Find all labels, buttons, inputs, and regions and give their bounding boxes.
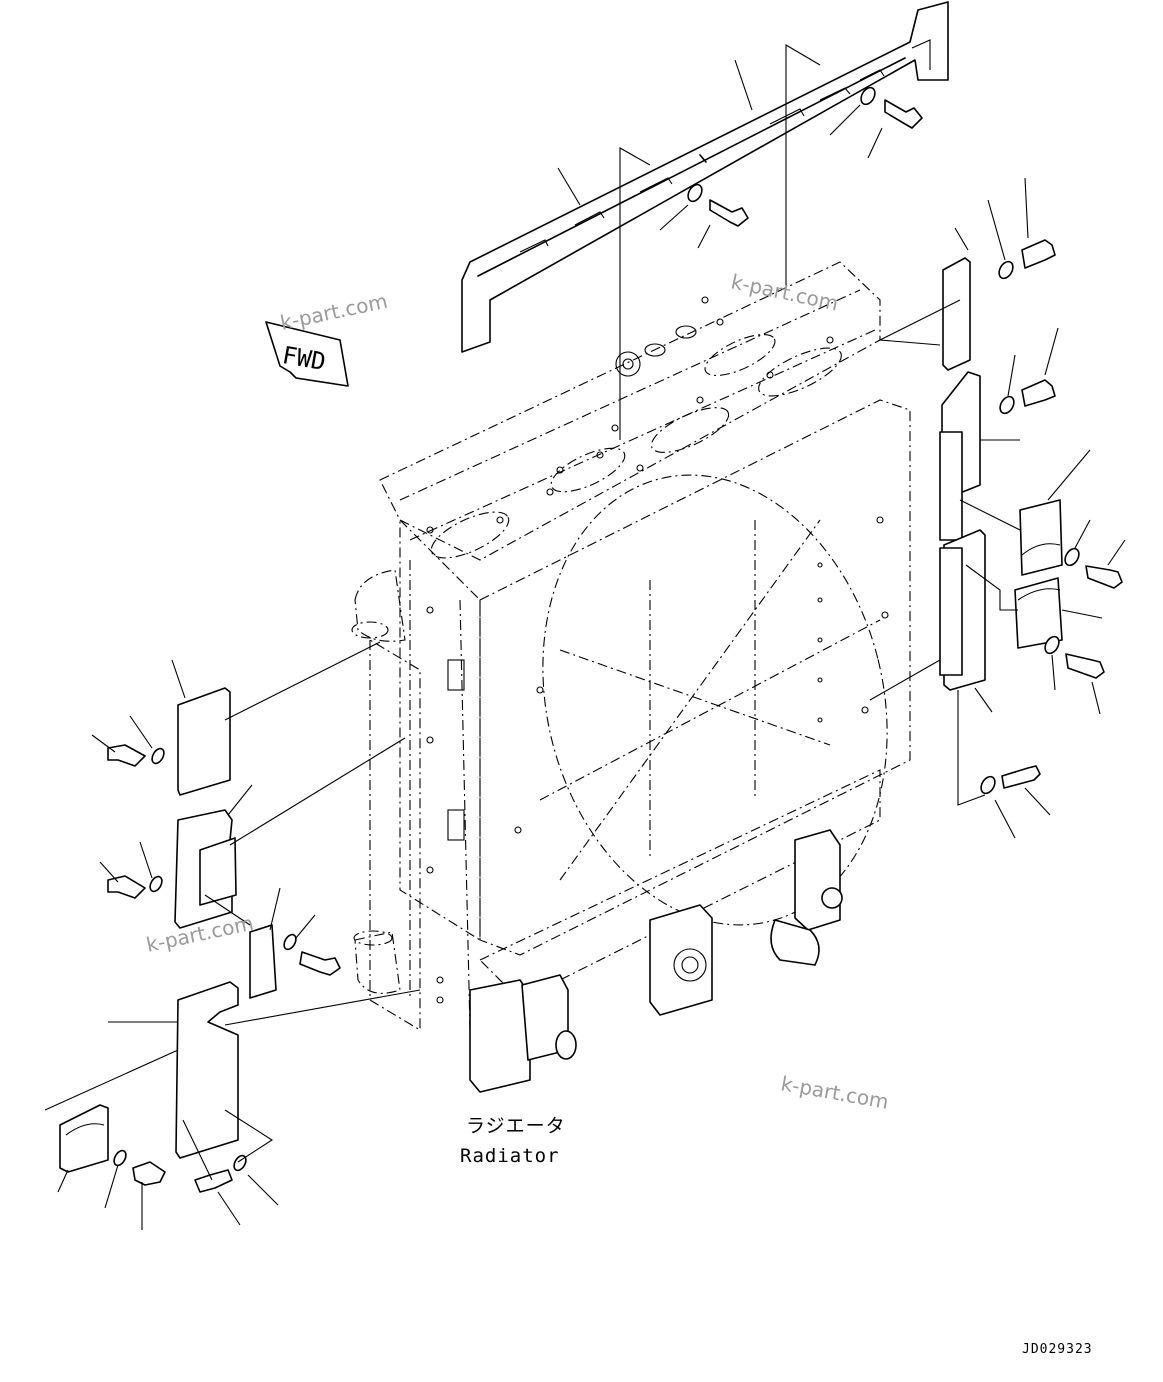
right-side-guards xyxy=(939,257,1063,691)
radiator-bottom-mounts xyxy=(469,829,843,1093)
fwd-arrow: FWD xyxy=(265,321,349,387)
watermark-1: k-part.com xyxy=(278,289,390,335)
bolt-right-1 xyxy=(998,239,1056,280)
bolt-left-3 xyxy=(283,933,341,976)
radiator-top-frame xyxy=(379,261,881,561)
bolt-left-2 xyxy=(107,875,163,899)
bolt-right-5 xyxy=(980,765,1041,795)
bolt-top-middle xyxy=(687,183,749,227)
top-guard-strip xyxy=(461,1,949,353)
radiator-left-frame xyxy=(351,560,471,1031)
bolt-top-right xyxy=(860,86,923,129)
bolt-right-2 xyxy=(999,379,1056,415)
watermark-2: k-part.com xyxy=(729,269,841,315)
bolt-left-1 xyxy=(107,744,165,767)
bolt-bottom-1 xyxy=(113,1149,166,1186)
leader-lines xyxy=(44,44,1126,1230)
bolt-right-3 xyxy=(1064,547,1123,589)
left-side-guards xyxy=(59,687,277,1173)
watermark-4: k-part.com xyxy=(779,1071,890,1114)
bolt-bottom-2 xyxy=(194,1154,247,1193)
part-name-japanese: ラジエータ xyxy=(466,1115,566,1137)
bolts-and-washers xyxy=(107,86,1123,1193)
part-name-english: Radiator xyxy=(460,1145,560,1167)
drawing-code: JD029323 xyxy=(1022,1342,1093,1357)
radiator-core-body xyxy=(399,399,911,1001)
bolt-right-4 xyxy=(1044,635,1105,679)
